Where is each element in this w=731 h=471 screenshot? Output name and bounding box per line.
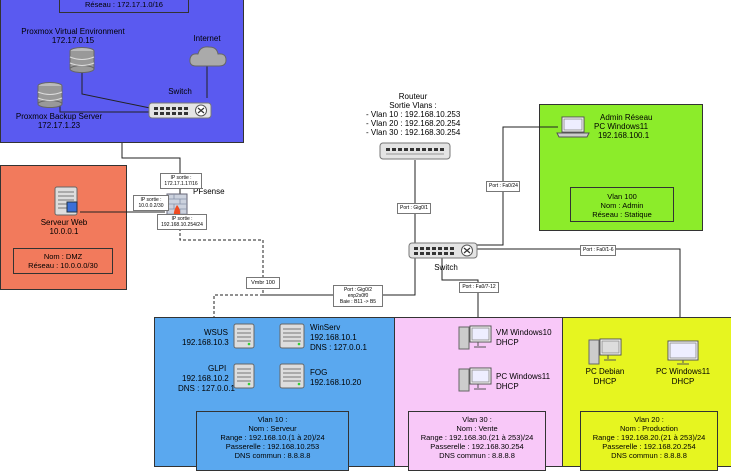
admin-os: PC Windows11: [594, 122, 649, 131]
serveur-nom: Nom : Serveur: [248, 424, 297, 433]
port-fa024-label: Port : Fa0/24: [486, 181, 520, 192]
wsus-name: WSUS: [204, 328, 228, 337]
vente-info-box: Vlan 30 : Nom : Vente Range : 192.168.30…: [408, 411, 546, 471]
winserv-dns: DNS : 127.0.0.1: [310, 343, 367, 352]
glpi-ip: 192.168.10.2: [182, 374, 229, 383]
winserv-ip: 192.168.10.1: [310, 333, 357, 342]
workstation-icon: [458, 325, 492, 350]
internet-label: Internet: [193, 34, 221, 43]
switch-icon: [148, 102, 212, 119]
admin-vlan: Vlan 100: [607, 192, 637, 201]
proxmox-ve-ip: 172.17.0.15: [51, 36, 95, 45]
vente-range: Range : 192.168.30.(21 à 253)/24: [420, 433, 534, 442]
server-icon: [54, 186, 78, 216]
server-icon: [233, 323, 255, 349]
proxmox-ve-name: Proxmox Virtual Environment: [21, 27, 125, 36]
server-icon: [233, 363, 255, 389]
port-gig01-label: Port : Gig0/1: [397, 203, 431, 214]
workstation-icon: [458, 367, 492, 392]
link-switch-production: [476, 248, 681, 317]
wsus-ip: 192.168.10.3: [182, 338, 229, 347]
pc-windows11-prod-ip: DHCP: [671, 377, 695, 386]
router-name: Routeur: [398, 92, 428, 101]
vente-vlan: Vlan 30 :: [462, 415, 492, 424]
serveur-passerelle: Passerelle : 192.168.10.253: [225, 442, 320, 451]
production-dns: DNS commun : 8.8.8.8: [611, 451, 687, 460]
vente-passerelle: Passerelle : 192.168.30.254: [430, 442, 524, 451]
vente-dns: DNS commun : 8.8.8.8: [439, 451, 515, 460]
switch-icon: [408, 242, 478, 259]
production-range: Range : 192.168.20.(21 à 253)/24: [592, 433, 706, 442]
workstation-icon: [588, 338, 622, 365]
fog-name: FOG: [310, 368, 328, 377]
vm-windows10-name: VM Windows10: [496, 328, 552, 337]
switch-main-label: Switch: [434, 263, 458, 272]
router-vlan10: - Vlan 10 : 192.168.10.253: [366, 110, 461, 119]
database-icon: [69, 47, 95, 73]
serveur-range: Range : 192.168.10.(1 à 20)/24: [220, 433, 325, 442]
infra-network-label: Réseau : 172.17.1.0/16: [85, 0, 163, 9]
serveur-web-ip: 10.0.0.1: [49, 227, 79, 236]
admin-name: Admin Réseau: [600, 113, 653, 122]
serveur-web-name: Serveur Web: [40, 218, 88, 227]
link-pfsense-vmbr: [179, 228, 264, 317]
pfsense-label: PFsense: [193, 187, 225, 196]
pc-windows11-prod-name: PC Windows11: [655, 367, 711, 376]
port-fa016-label: Port : Fa0/1-6: [580, 245, 616, 256]
zone-infra: Réseau : 172.17.1.0/16: [0, 0, 244, 143]
dmz-reseau: Réseau : 10.0.0.0/30: [28, 261, 98, 270]
server-icon: [279, 363, 305, 389]
production-passerelle: Passerelle : 192.168.20.254: [602, 442, 696, 451]
admin-ip: 192.168.100.1: [598, 131, 650, 140]
laptop-icon: [556, 116, 590, 138]
vm-windows10-ip: DHCP: [496, 338, 519, 347]
dmz-info-box: Nom : DMZ Réseau : 10.0.0.0/30: [13, 248, 113, 274]
pc-debian-ip: DHCP: [593, 377, 617, 386]
serveur-info-box: Vlan 10 : Nom : Serveur Range : 192.168.…: [196, 411, 349, 471]
port-fa0712-label: Port : Fa0/7-12: [459, 282, 499, 293]
production-info-box: Vlan 20 : Nom : Production Range : 192.1…: [580, 411, 718, 471]
switch-top-label: Switch: [168, 87, 192, 96]
admin-nom: Nom : Admin: [600, 201, 644, 210]
router-vlan30: - Vlan 30 : 192.168.30.254: [366, 128, 461, 137]
vente-nom: Nom : Vente: [456, 424, 498, 433]
fog-ip: 192.168.10.20: [310, 378, 362, 387]
server-icon: [279, 323, 305, 349]
router-subtitle: Sortie Vlans :: [389, 101, 437, 110]
cloud-icon: [189, 46, 227, 67]
port-gig02-label: Port : Gig0/2 enp2s0f0 Baie : B11 -> B5: [333, 285, 383, 307]
ip-sortie-bottom-label: IP sortie : 192.168.10.254/24: [157, 214, 207, 230]
ip-sortie-left-label: IP sortie : 10.0.0.2/30: [133, 195, 169, 211]
link-vmbr-switch: [263, 258, 416, 296]
monitor-icon: [667, 340, 699, 365]
glpi-dns: DNS : 127.0.0.1: [178, 384, 235, 393]
pc-windows11-vente-name: PC Windows11: [496, 372, 551, 381]
database-icon: [37, 82, 63, 108]
serveur-dns: DNS commun : 8.8.8.8: [234, 451, 311, 460]
winserv-name: WinServ: [310, 323, 341, 332]
link-switch-vente: [441, 258, 479, 317]
ip-sortie-top-label: IP sortie : 172.17.1.17/16: [160, 173, 202, 189]
vmbr-label: Vmbr 100: [246, 277, 280, 289]
admin-reseau: Réseau : Statique: [592, 210, 652, 219]
router-vlan20: - Vlan 20 : 192.168.20.254: [366, 119, 461, 128]
router-icon: [379, 142, 451, 160]
production-nom: Nom : Production: [620, 424, 678, 433]
pc-debian-name: PC Debian: [585, 367, 625, 376]
serveur-vlan: Vlan 10 :: [257, 415, 288, 424]
pc-windows11-vente-ip: DHCP: [496, 382, 519, 391]
glpi-name: GLPI: [208, 364, 227, 373]
production-vlan: Vlan 20 :: [634, 415, 664, 424]
infra-network-box: Réseau : 172.17.1.0/16: [59, 0, 189, 13]
admin-info-box: Vlan 100 Nom : Admin Réseau : Statique: [570, 187, 674, 222]
dmz-nom: Nom : DMZ: [43, 252, 83, 261]
proxmox-bs-name: Proxmox Backup Server: [15, 112, 103, 121]
proxmox-bs-ip: 172.17.1.23: [37, 121, 81, 130]
